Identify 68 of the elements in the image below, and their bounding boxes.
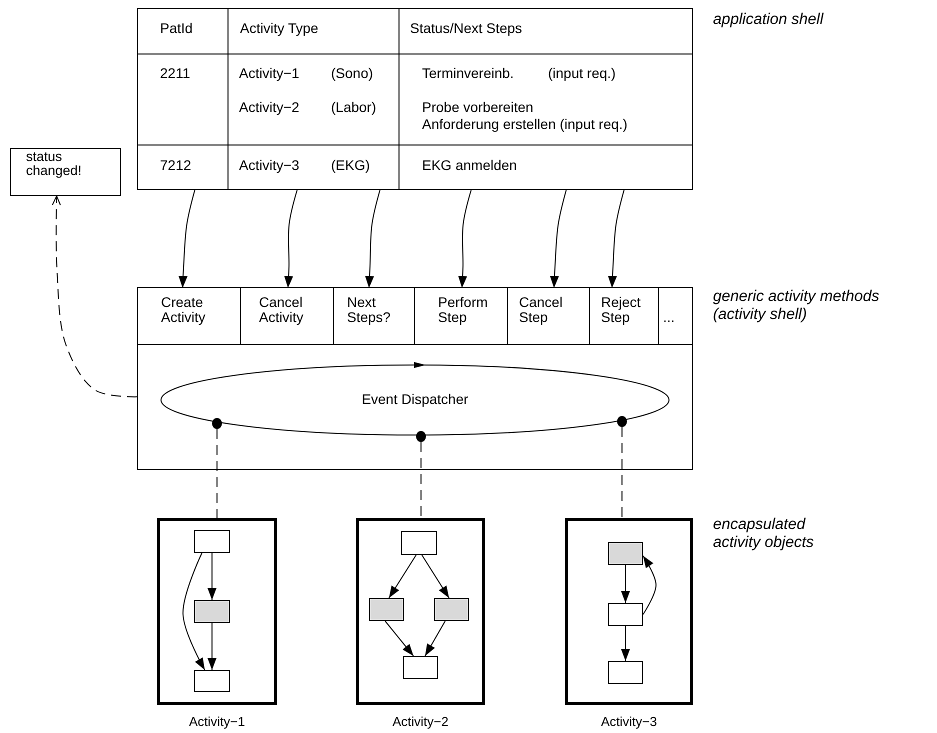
status-table (137, 8, 693, 190)
status-note: status changed! (10, 148, 121, 196)
step-box (194, 670, 230, 692)
step-box (608, 661, 643, 684)
table-text: Anforderung erstellen (input req.) (422, 116, 628, 133)
activity-shell-frame (137, 287, 693, 470)
step-box (608, 542, 643, 565)
section-label: encapsulated activity objects (713, 516, 815, 552)
step-box (608, 603, 643, 626)
table-text: Activity−3 (239, 157, 300, 174)
table-text: 7212 (160, 157, 192, 174)
table-text: Probe vorbereiten (422, 99, 534, 116)
activity-caption: Activity−2 (392, 714, 450, 729)
activity-frame (157, 518, 277, 705)
arrow (365, 190, 380, 288)
dispatcher-label: Event Dispatcher (360, 391, 470, 408)
arrow (182, 552, 206, 670)
step-box (403, 656, 438, 679)
arrow (208, 552, 216, 600)
arrow (642, 555, 656, 615)
step-box (434, 598, 469, 621)
step-box (194, 530, 230, 553)
step-box (401, 531, 437, 555)
activity-frame (565, 518, 693, 705)
table-text: Activity−2 (239, 99, 300, 116)
activity-caption: Activity−3 (600, 714, 658, 729)
table-text: (Labor) (331, 99, 376, 116)
table-text: EKG anmelden (422, 157, 517, 174)
table-text: (input req.) (548, 65, 616, 82)
arrow (388, 554, 417, 598)
table-text: Terminvereinb. (422, 65, 514, 82)
section-label: generic activity methods (activity shell) (713, 288, 880, 324)
method-cell: Cancel Activity (241, 288, 334, 345)
dashed-arrow (52, 196, 138, 398)
arrow (621, 626, 630, 662)
arrow (284, 190, 298, 288)
connection-dot (617, 416, 627, 427)
table-text: (EKG) (331, 157, 370, 174)
activity-frame (356, 518, 485, 705)
activity-caption: Activity−1 (188, 714, 246, 729)
dashed-line (216, 428, 218, 518)
column-heading: PatId (160, 20, 193, 37)
connection-dot (212, 418, 222, 429)
section-label: application shell (713, 11, 825, 29)
arrow (178, 190, 196, 288)
connection-dot (416, 431, 426, 442)
arrow (208, 622, 216, 670)
table-text: 2211 (160, 65, 190, 82)
method-cell: Next Steps? (334, 288, 415, 345)
method-cell: Reject Step (590, 288, 659, 345)
method-cell: Create Activity (138, 288, 241, 345)
column-heading: Activity Type (240, 20, 318, 37)
arrow (550, 190, 567, 288)
step-box (369, 598, 404, 621)
dashed-line (621, 426, 622, 518)
arrow (421, 554, 450, 598)
arrow (621, 564, 630, 604)
dashed-line (420, 442, 422, 518)
method-cell: Cancel Step (508, 288, 590, 345)
step-box (194, 600, 230, 623)
arrow (384, 620, 414, 656)
arrow (458, 190, 472, 288)
table-text: (Sono) (331, 65, 374, 82)
arrow (424, 620, 446, 656)
table-text: Activity−1 (239, 65, 300, 82)
column-heading: Status/Next Steps (410, 20, 522, 37)
method-cell: Perform Step (415, 288, 508, 345)
arrow (608, 190, 625, 288)
